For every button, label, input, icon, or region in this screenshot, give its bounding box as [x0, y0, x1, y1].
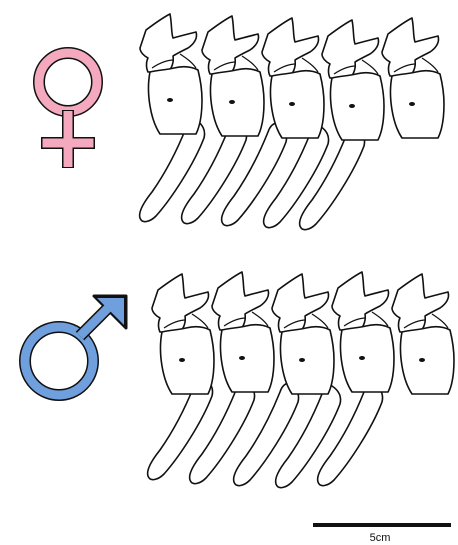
male-vertebrae: [152, 272, 454, 394]
male-vertebra-5: [392, 274, 454, 394]
female-vertebra-3: [262, 18, 324, 138]
male-symbol-icon: [25, 296, 126, 395]
scale-bar-label: 5cm: [370, 532, 391, 544]
female-symbol-icon: [39, 53, 97, 168]
female-vertebra-4: [322, 20, 384, 140]
male-vertebra-4: [332, 272, 394, 392]
female-vertebra-2: [202, 16, 264, 136]
male-vertebra-1: [152, 274, 214, 394]
female-vertebra-1: [140, 14, 202, 134]
scale-bar-line: [313, 523, 451, 527]
female-vertebra-5: [382, 18, 444, 138]
male-vertebra-3: [272, 274, 334, 394]
scale-bar: 5cm: [313, 523, 451, 544]
male-vertebra-2: [212, 272, 274, 392]
female-vertebrae: [140, 14, 444, 140]
